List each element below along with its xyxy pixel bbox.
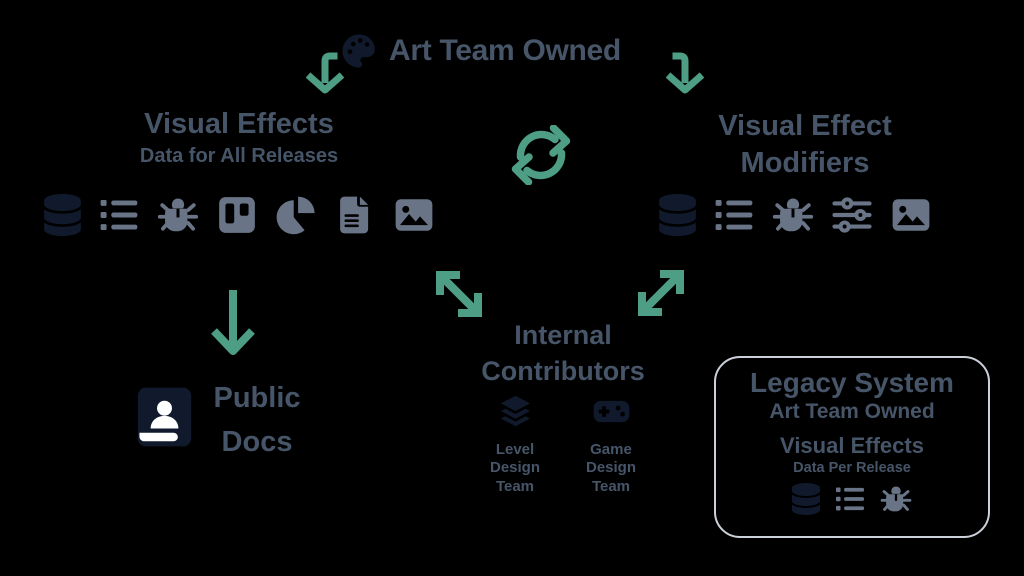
- list-icon: [98, 194, 140, 236]
- level-design-team: Level Design Team: [475, 394, 555, 496]
- image-icon: [393, 194, 435, 236]
- legacy-system-title: Legacy System: [750, 367, 954, 398]
- art-team-owned-title: Art Team Owned: [389, 34, 621, 67]
- legacy-owner-label: Art Team Owned: [769, 400, 935, 423]
- public-docs-title: Public Docs: [213, 382, 301, 458]
- sliders-icon: [831, 194, 873, 236]
- internal-contributors-title: Internal Contributors: [481, 320, 645, 386]
- list-icon: [834, 483, 866, 515]
- legacy-icon-row: [716, 483, 988, 515]
- arrow-down-right-elbow: [666, 52, 704, 94]
- image-icon: [890, 194, 932, 236]
- visual-effect-modifiers-title: Visual Effect Modifiers: [718, 110, 892, 179]
- docs-book-icon: [135, 385, 194, 449]
- visual-effects-subtitle: Data for All Releases: [139, 145, 339, 167]
- document-icon: [334, 194, 376, 236]
- layers-icon: [498, 394, 533, 428]
- arrow-down-left-elbow: [306, 52, 344, 94]
- arrow-diagonal-left: [436, 271, 482, 317]
- visual-effect-modifiers-icon-row: [630, 194, 960, 236]
- palette-icon: [341, 33, 377, 69]
- internal-contributors-teams: Level Design Team Game Design Team: [440, 394, 686, 496]
- database-icon: [43, 194, 81, 236]
- list-icon: [713, 194, 755, 236]
- visual-effects-icon-row: [24, 194, 454, 236]
- pie-chart-icon: [275, 194, 317, 236]
- sync-arrows-icon: [511, 125, 571, 185]
- bug-icon: [157, 194, 199, 236]
- legacy-data-per-release-label: Data Per Release: [793, 460, 911, 476]
- level-design-team-label: Level Design Team: [489, 441, 540, 495]
- database-icon: [792, 483, 820, 515]
- game-design-team: Game Design Team: [571, 394, 651, 496]
- legacy-system-box: Legacy System Art Team Owned Visual Effe…: [714, 356, 990, 538]
- kanban-icon: [216, 194, 258, 236]
- arrow-down-public-docs: [211, 290, 255, 355]
- bug-icon: [880, 483, 912, 515]
- arrow-diagonal-right: [638, 270, 684, 316]
- art-team-owned-group: Art Team Owned: [341, 33, 621, 69]
- game-design-team-label: Game Design Team: [585, 441, 636, 495]
- legacy-visual-effects-title: Visual Effects: [780, 433, 924, 458]
- visual-effects-title: Visual Effects: [144, 108, 334, 140]
- gamepad-icon: [593, 394, 630, 428]
- bug-icon: [772, 194, 814, 236]
- database-icon: [658, 194, 696, 236]
